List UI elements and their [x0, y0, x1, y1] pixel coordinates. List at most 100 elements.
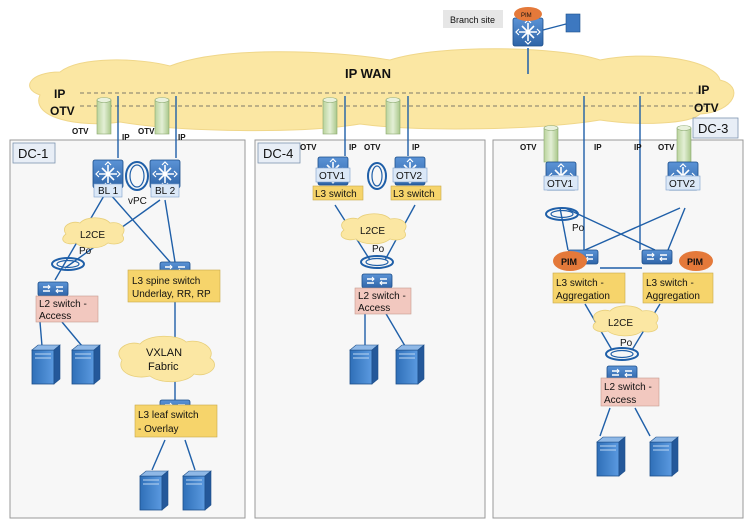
dc4-otv-tube-2	[385, 97, 401, 135]
dc1-bl2-label-box	[150, 183, 180, 198]
dc3-l2-switch-label-2: Access	[604, 395, 636, 406]
dc4-title-box	[257, 142, 301, 164]
dc4-po-ring	[360, 255, 394, 269]
dc4-link-ring	[367, 162, 387, 190]
dc3-otv1-label: OTV1	[547, 179, 574, 190]
dc3-pim-label-2: PIM	[687, 257, 703, 267]
branch-pim-label: PIM	[521, 13, 532, 19]
dc1-ip-label-1: IP	[122, 133, 130, 142]
dc1-otv-label-1: OTV	[72, 127, 89, 136]
dc1-otv-tube-1	[96, 97, 112, 135]
dc3-l2-switch-label-1: L2 switch -	[604, 382, 652, 393]
dc3-server-icon-1	[596, 436, 626, 477]
dc3-otv1-label-box	[543, 175, 579, 191]
dc1-leaf-label-box	[134, 404, 218, 438]
dc3-otv-tube-1	[543, 125, 559, 163]
dc1-vpc-ring-inner	[129, 164, 145, 188]
dc3-otv-label-1: OTV	[520, 143, 537, 152]
dc4-otv2-label: OTV2	[396, 171, 423, 182]
dc3-po-ring-bottom	[605, 347, 639, 361]
wan-otv-left: OTV	[50, 104, 75, 118]
dc1-otv-label-2: OTV	[138, 127, 155, 136]
dc3-ip-label-2: IP	[634, 143, 642, 152]
dc3-otv-label-2: OTV	[658, 143, 675, 152]
wan-otv-right: OTV	[694, 101, 719, 115]
dc1-server-icon-4	[182, 470, 212, 511]
dc4-l2-switch-icon	[361, 273, 393, 289]
dc1-bl2-label: BL 2	[155, 186, 176, 197]
wan-cloud	[29, 48, 735, 132]
dc4-l2-switch-label-2: Access	[358, 303, 390, 314]
dc4-l2-switch-label-1: L2 switch -	[358, 291, 406, 302]
dc1-spine-label-box	[127, 269, 221, 303]
dc4-server-icon-2	[395, 344, 425, 385]
dc1-spine-label-2: Underlay, RR, RP	[132, 289, 211, 300]
dc4-po-label: Po	[372, 244, 385, 255]
dc1-spine-label-1: L3 spine switch	[132, 276, 200, 287]
dc3-pim-label-1: PIM	[561, 257, 577, 267]
dc4-l3-label-2: L3 switch	[393, 189, 435, 200]
wan-ip-left: IP	[54, 87, 65, 101]
dc1-server-icon-2	[71, 344, 101, 385]
dc1-l2ce-label: L2CE	[80, 230, 105, 241]
dc3-po-ring-top-inner	[550, 209, 574, 219]
dc1-bl1-label: BL 1	[98, 186, 119, 197]
dc1-ip-label-2: IP	[178, 133, 186, 142]
dc1-vpc-ring	[125, 161, 149, 191]
branch-host-icon	[565, 13, 581, 33]
dc3-otv2-label: OTV2	[669, 179, 696, 190]
dc1-po-ring	[51, 257, 85, 271]
dc1-leaf-label-1: L3 leaf switch	[138, 410, 199, 421]
dc3-po-ring-bottom-inner	[610, 349, 634, 359]
wan-ip-right: IP	[698, 83, 709, 97]
branch-switch-icon	[512, 17, 544, 47]
dc4-ip-label-1: IP	[349, 143, 357, 152]
dc3-po-label-bottom: Po	[620, 338, 633, 349]
dc1-otv-tube-2	[154, 97, 170, 135]
dc4-l2ce-label: L2CE	[360, 226, 385, 237]
dc1-vxlan-label-2: Fabric	[148, 361, 179, 373]
dc4-l3-label-box-2	[390, 185, 442, 201]
dc3-agg-label-2a: L3 switch -	[646, 278, 694, 289]
dc3-pim-badge-2	[679, 251, 713, 271]
dc3-l2ce-cloud	[592, 305, 659, 337]
dc1-vpc-label: vPC	[128, 196, 147, 207]
dc1-leaf-label-2: - Overlay	[138, 424, 179, 435]
dc3-po-ring-top	[545, 207, 579, 221]
dc3-title-box	[692, 117, 739, 139]
dc4-box	[254, 139, 486, 519]
branch-host-link	[542, 23, 567, 31]
dc1-server-icon-1	[31, 344, 61, 385]
branch-site-label: Branch site	[450, 15, 495, 25]
dc3-agg-label-1a: L3 switch -	[556, 278, 604, 289]
dc4-otv1-label: OTV1	[319, 171, 346, 182]
dc1-title: DC-1	[18, 146, 48, 161]
dc3-agg-label-1b: Aggregation	[556, 291, 610, 302]
dc1-vxlan-cloud	[118, 335, 215, 383]
wan-title: IP WAN	[345, 66, 391, 81]
dc3-otv-tube-2	[676, 125, 692, 163]
dc4-otv1-label-box	[315, 167, 351, 183]
dc1-server-icon-3	[139, 470, 169, 511]
dc4-otv-label-1: OTV	[300, 143, 317, 152]
dc1-l2-switch-icon	[37, 281, 69, 297]
dc1-l2-switch-label-box	[35, 295, 99, 323]
dc4-l3-label-box-1	[312, 185, 364, 201]
dc3-l2ce-label: L2CE	[608, 318, 633, 329]
dc1-po-ring-inner	[56, 259, 80, 269]
dc3-otv2-label-box	[665, 175, 701, 191]
dc4-l3-label-1: L3 switch	[315, 189, 357, 200]
dc1-l2-switch-label-1: L2 switch -	[39, 299, 87, 310]
dc3-l2-switch-label-box	[600, 377, 660, 407]
dc3-agg-switch-icon-2	[641, 249, 673, 265]
dc4-server-icon-1	[349, 344, 379, 385]
dc4-ip-label-2: IP	[412, 143, 420, 152]
dc4-l2ce-cloud	[340, 213, 407, 245]
dc4-l2-switch-label-box	[354, 287, 412, 315]
branch-site-box	[443, 10, 503, 28]
dc1-box	[9, 139, 246, 519]
dc1-bl1-label-box	[93, 183, 123, 198]
dc3-server-icon-2	[649, 436, 679, 477]
